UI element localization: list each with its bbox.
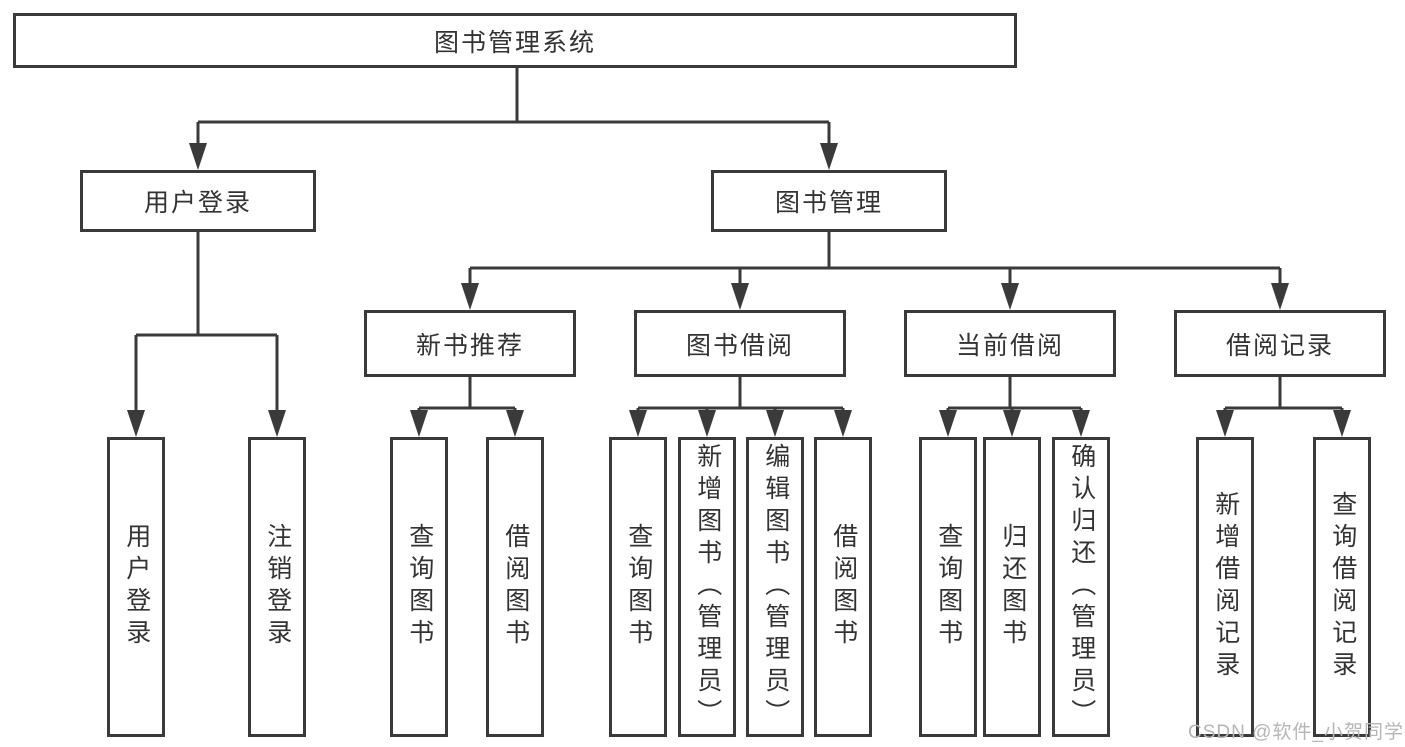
- arrow-down-icon: [731, 283, 749, 310]
- arrow-down-icon: [1003, 410, 1021, 437]
- leaf-label: 借阅图书: [829, 523, 858, 651]
- leaf-records-add-record: 新增借阅记录: [1196, 437, 1254, 737]
- arrow-down-icon: [939, 410, 957, 437]
- node-new-book-recommend: 新书推荐: [364, 310, 576, 377]
- node-book-management: 图书管理: [711, 170, 947, 232]
- arrow-down-icon: [506, 410, 524, 437]
- leaf-label: 查询图书: [405, 523, 434, 651]
- leaf-label: 查询图书: [934, 523, 963, 651]
- leaf-label: 查询图书: [624, 523, 653, 651]
- arrow-down-icon: [1333, 410, 1351, 437]
- leaf-label: 注销登录: [263, 523, 292, 651]
- leaf-current-return-books: 归还图书: [983, 437, 1041, 737]
- connector-mgmt-to-level3: [461, 232, 1289, 310]
- arrow-down-icon: [189, 143, 207, 170]
- leaf-current-query-books: 查询图书: [919, 437, 977, 737]
- arrow-down-icon: [629, 410, 647, 437]
- arrow-down-icon: [766, 410, 784, 437]
- arrow-down-icon: [461, 283, 479, 310]
- leaf-label: 新增图书（管理员）: [693, 443, 722, 731]
- arrow-down-icon: [1072, 410, 1090, 437]
- node-user-login: 用户登录: [80, 170, 316, 232]
- arrow-down-icon: [268, 410, 286, 437]
- leaf-label: 借阅图书: [501, 523, 530, 651]
- arrow-down-icon: [834, 410, 852, 437]
- node-borrow-records: 借阅记录: [1174, 310, 1386, 377]
- leaf-borrow-add-books-admin: 新增图书（管理员）: [678, 437, 736, 737]
- connector-recommend-to-leaves: [410, 377, 524, 437]
- arrow-down-icon: [698, 410, 716, 437]
- leaf-recommend-borrow-books: 借阅图书: [486, 437, 544, 737]
- leaf-user-login: 用户登录: [107, 437, 165, 737]
- arrow-down-icon: [820, 143, 838, 170]
- connector-login-to-leaves: [127, 232, 286, 437]
- leaf-recommend-query-books: 查询图书: [390, 437, 448, 737]
- leaf-borrow-edit-books-admin: 编辑图书（管理员）: [746, 437, 804, 737]
- leaf-current-confirm-return-admin: 确认归还（管理员）: [1052, 437, 1110, 737]
- node-root-system: 图书管理系统: [13, 13, 1017, 68]
- arrow-down-icon: [1001, 283, 1019, 310]
- arrow-down-icon: [1271, 283, 1289, 310]
- arrow-down-icon: [1216, 410, 1234, 437]
- leaf-label: 用户登录: [122, 523, 151, 651]
- connector-bookborrow-to-leaves: [629, 377, 852, 437]
- node-book-borrow: 图书借阅: [634, 310, 846, 377]
- leaf-label: 查询借阅记录: [1328, 491, 1357, 683]
- leaf-records-query-record: 查询借阅记录: [1313, 437, 1371, 737]
- leaf-borrow-borrow-books: 借阅图书: [814, 437, 872, 737]
- connector-currentborrow-to-leaves: [939, 377, 1090, 437]
- connector-root-to-level2: [189, 68, 838, 170]
- connector-records-to-leaves: [1216, 377, 1351, 437]
- leaf-label: 确认归还（管理员）: [1067, 443, 1096, 731]
- leaf-borrow-query-books: 查询图书: [609, 437, 667, 737]
- arrow-down-icon: [127, 410, 145, 437]
- csdn-watermark: CSDN @软件_小贺同学: [1188, 722, 1404, 743]
- leaf-label: 编辑图书（管理员）: [761, 443, 790, 731]
- leaf-logout: 注销登录: [248, 437, 306, 737]
- leaf-label: 归还图书: [998, 523, 1027, 651]
- arrow-down-icon: [410, 410, 428, 437]
- node-current-borrow: 当前借阅: [904, 310, 1116, 377]
- leaf-label: 新增借阅记录: [1211, 491, 1240, 683]
